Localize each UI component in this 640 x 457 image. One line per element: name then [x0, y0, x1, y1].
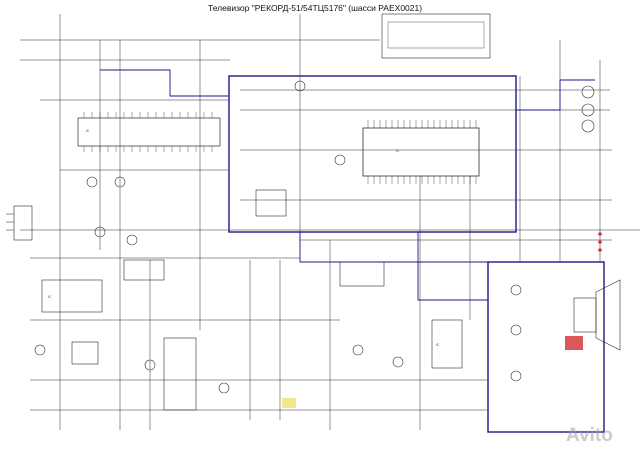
bridge-rectifier: [71, 341, 99, 365]
control-ic-block: [381, 13, 491, 59]
watermark-logo: Avito: [566, 425, 613, 446]
if-ic-block: [123, 259, 165, 281]
ic-pins: [83, 112, 477, 184]
svg-text:IC: IC: [436, 343, 440, 347]
svg-text:IC: IC: [48, 295, 52, 299]
wiring-traces: [20, 14, 640, 430]
deflection-frame: [487, 261, 605, 433]
component-labels: IC IC IC IC: [48, 129, 440, 347]
tuner-ic-block: [77, 117, 221, 147]
highlight-patch: [282, 398, 296, 408]
diagram-title: Телевизор "РЕКОРД-51/54ТЦ5176" (шасси PA…: [208, 3, 423, 13]
crt-tube: [595, 279, 621, 351]
signal-buses: [100, 69, 595, 301]
audio-ic-block: [41, 279, 103, 313]
main-processor-frame: [228, 75, 517, 233]
power-transformer: [163, 337, 197, 411]
rgb-ic-block: [255, 189, 287, 217]
vertical-ic-block: [431, 319, 463, 369]
crt-neck: [573, 297, 597, 333]
scart-connector: [6, 205, 33, 241]
video-processor-ic: [362, 127, 480, 177]
control-ic-inner: [387, 21, 485, 49]
svg-text:IC: IC: [396, 149, 400, 153]
svg-text:IC: IC: [86, 129, 90, 133]
transistors: [34, 80, 595, 394]
sound-ic-block: [339, 261, 385, 287]
red-markers: [565, 232, 602, 350]
